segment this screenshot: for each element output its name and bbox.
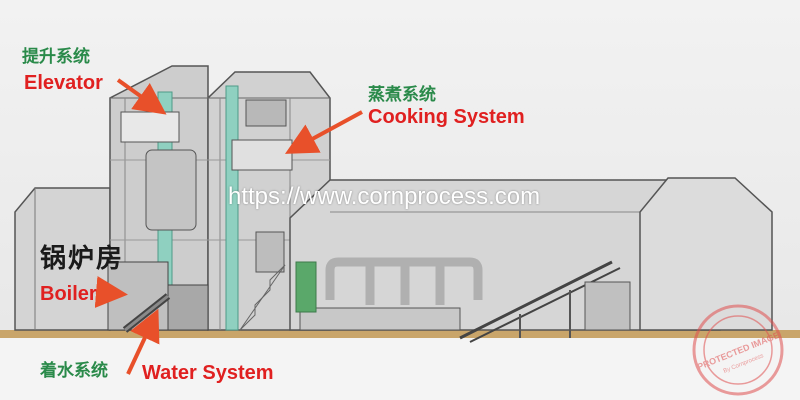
- water-label-cn: 着水系统: [40, 356, 108, 381]
- hall-platform: [300, 308, 460, 330]
- ground-line: [0, 330, 800, 338]
- floor: [0, 338, 800, 400]
- elevator-label-cn: 提升系统: [22, 42, 90, 67]
- boiler-house-sign: 锅炉房: [40, 238, 124, 275]
- cooking-label-cn: 蒸煮系统: [368, 80, 436, 105]
- pump-unit: [296, 262, 316, 312]
- water-label-en: Water System: [142, 362, 274, 385]
- boiler-label-en: Boiler: [40, 283, 97, 306]
- elevator-label-en: Elevator: [24, 72, 103, 95]
- cooking-label-en: Cooking System: [368, 106, 525, 129]
- boiler-arrow: [96, 292, 120, 294]
- website-watermark: https://www.cornprocess.com: [228, 183, 540, 211]
